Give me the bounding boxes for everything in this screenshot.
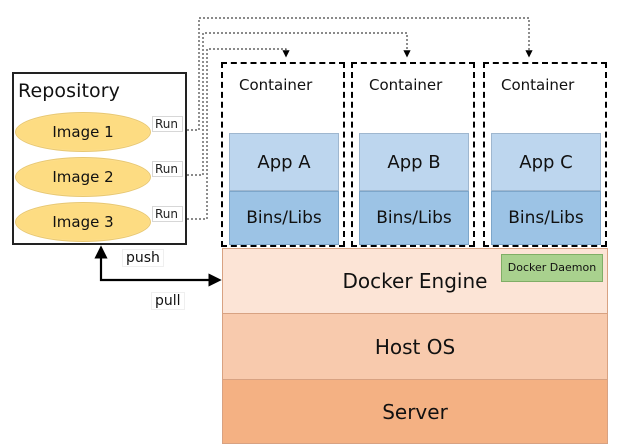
host-os-layer: Host OS: [222, 314, 608, 380]
container-c-title: Container: [501, 76, 575, 94]
repository-title: Repository: [18, 80, 121, 102]
container-b: Container App B Bins/Libs: [351, 62, 475, 247]
host-os-label: Host OS: [374, 334, 456, 359]
image-1-oval: Image 1: [15, 112, 151, 152]
container-a: Container App A Bins/Libs: [221, 62, 345, 247]
bins-libs-c-block: Bins/Libs: [491, 191, 601, 245]
container-b-title: Container: [369, 76, 443, 94]
bins-libs-a-block: Bins/Libs: [229, 191, 339, 245]
app-b-block: App B: [359, 133, 469, 191]
repository-box: Repository Image 1 Image 2 Image 3 Run R…: [12, 72, 187, 245]
docker-engine-layer: Docker Engine Docker Daemon: [222, 248, 608, 314]
run-label-3: Run: [152, 206, 183, 222]
image-2-oval: Image 2: [15, 157, 151, 197]
push-label: push: [122, 249, 164, 267]
app-c-block: App C: [491, 133, 601, 191]
server-layer: Server: [222, 380, 608, 444]
bins-libs-b-block: Bins/Libs: [359, 191, 469, 245]
pull-label: pull: [151, 292, 185, 310]
container-c: Container App C Bins/Libs: [483, 62, 607, 247]
image-3-oval: Image 3: [15, 202, 151, 242]
run-label-1: Run: [152, 116, 183, 132]
docker-daemon-box: Docker Daemon: [501, 254, 603, 282]
docker-engine-label: Docker Engine: [342, 269, 488, 293]
app-a-block: App A: [229, 133, 339, 191]
server-label: Server: [382, 399, 448, 424]
container-a-title: Container: [239, 76, 313, 94]
run-label-2: Run: [152, 161, 183, 177]
